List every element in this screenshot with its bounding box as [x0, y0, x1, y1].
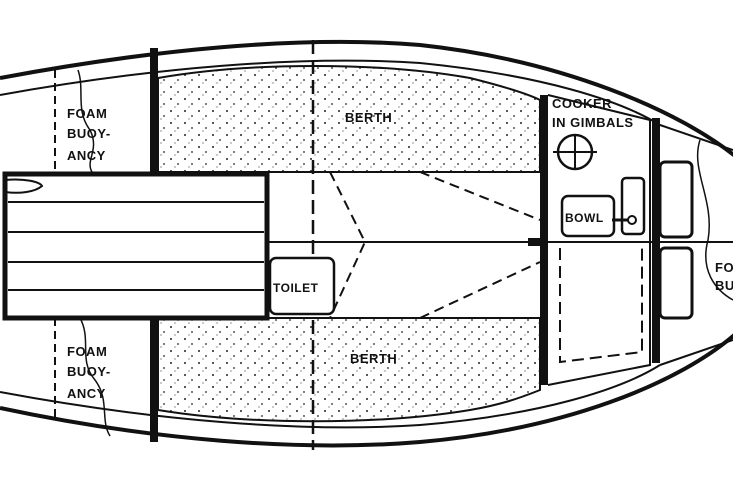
foam-label-bottom-3: ANCY	[67, 386, 106, 401]
hull-outline	[0, 39, 733, 448]
cooker-label-2: IN GIMBALS	[552, 115, 634, 130]
toilet-label: TOILET	[273, 281, 319, 295]
forward-bulkhead	[652, 118, 660, 363]
cooker-label-1: COOKER	[552, 96, 612, 111]
foam-label-bottom-1: FOAM	[67, 344, 107, 359]
bowl-label: BOWL	[565, 211, 604, 225]
tiller	[4, 178, 44, 194]
bow-inner	[659, 124, 733, 366]
berth-top	[157, 65, 541, 173]
foam-label-bow-1: FO	[715, 260, 733, 275]
foam-label-bow-2: BU	[715, 278, 733, 293]
foam-label-top-1: FOAM	[67, 106, 107, 121]
foam-label-bottom-2: BUOY-	[67, 364, 111, 379]
foam-label-top-2: BUOY-	[67, 126, 111, 141]
bulkhead-bottom	[150, 318, 158, 442]
bulkhead-top	[150, 48, 158, 172]
foam-boundary-bottom	[79, 317, 111, 437]
foam-boundary-top	[77, 69, 95, 173]
bowl	[560, 194, 616, 238]
berth-label-top: BERTH	[345, 110, 392, 125]
foam-label-top-3: ANCY	[67, 148, 106, 163]
berth-bottom	[157, 317, 541, 423]
berth-label-bottom: BERTH	[350, 351, 397, 366]
cockpit	[2, 171, 270, 321]
hull-inner	[0, 59, 661, 429]
toilet	[268, 256, 336, 316]
